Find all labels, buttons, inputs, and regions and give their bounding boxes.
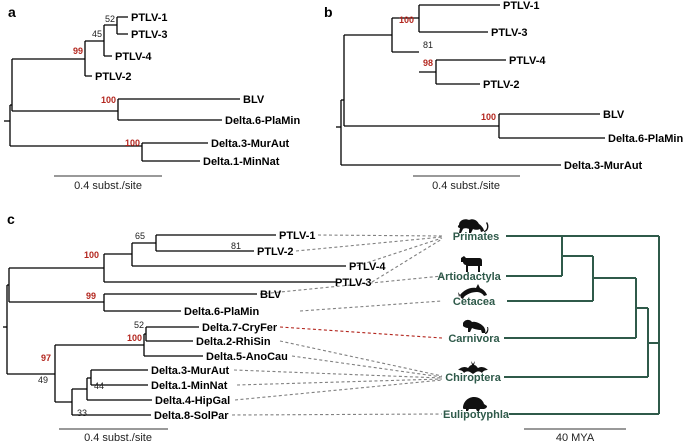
support-value: 81 bbox=[423, 40, 433, 50]
monkey-icon bbox=[457, 219, 489, 233]
tip-label: Delta.6-PlaMin bbox=[608, 133, 683, 145]
support-value: 33 bbox=[77, 408, 87, 418]
scale-label: 0.4 subst./site bbox=[432, 180, 500, 192]
tip-label: Delta.6-PlaMin bbox=[184, 306, 259, 318]
tip-label: Delta.5-AnoCau bbox=[206, 351, 288, 363]
panel-b-letter: b bbox=[324, 4, 333, 20]
support-value: 100 bbox=[125, 138, 140, 148]
support-value: 45 bbox=[92, 29, 102, 39]
tip-label: PTLV-4 bbox=[349, 261, 386, 273]
scale-label: 0.4 subst./site bbox=[84, 432, 152, 443]
scale-label: 0.4 subst./site bbox=[74, 180, 142, 192]
scale-bar: 0.4 subst./site bbox=[54, 175, 162, 192]
scale-bar: 0.4 subst./site bbox=[413, 175, 520, 192]
tip-label: Delta.6-PlaMin bbox=[225, 115, 300, 127]
bat-icon bbox=[458, 361, 488, 374]
tip-label: PTLV-1 bbox=[279, 230, 315, 242]
tip-label: PTLV-2 bbox=[483, 79, 519, 91]
host-association-links bbox=[231, 234, 443, 416]
support-value: 49 bbox=[38, 375, 48, 385]
tip-label: PTLV-3 bbox=[131, 29, 167, 41]
support-value: 100 bbox=[84, 250, 99, 260]
support-value: 44 bbox=[94, 381, 104, 391]
support-value: 52 bbox=[105, 14, 115, 24]
cow-icon bbox=[461, 256, 482, 272]
tip-label: BLV bbox=[603, 109, 625, 121]
support-value: 99 bbox=[86, 291, 96, 301]
tip-label: Delta.3-MurAut bbox=[151, 365, 230, 377]
support-value: 65 bbox=[135, 231, 145, 241]
hedgehog-icon bbox=[463, 397, 487, 411]
dolphin-icon bbox=[458, 284, 487, 299]
host-scale-label: 40 MYA bbox=[556, 432, 595, 443]
tip-label: PTLV-1 bbox=[131, 12, 167, 24]
host-label: Primates bbox=[453, 231, 499, 243]
tip-label: BLV bbox=[260, 289, 282, 301]
tip-label: PTLV-3 bbox=[491, 27, 527, 39]
tip-label: PTLV-1 bbox=[503, 0, 539, 12]
support-value: 81 bbox=[231, 241, 241, 251]
host-label: Carnivora bbox=[448, 333, 500, 345]
panel-a-tree-branches bbox=[4, 16, 240, 162]
support-value: 100 bbox=[127, 333, 142, 343]
host-label: Eulipotyphla bbox=[443, 409, 510, 421]
support-value: 100 bbox=[481, 112, 496, 122]
support-value: 97 bbox=[41, 353, 51, 363]
tip-label: Delta.1-MinNat bbox=[203, 156, 280, 168]
tip-label: Delta.3-MurAut bbox=[211, 138, 290, 150]
support-value: 52 bbox=[134, 320, 144, 330]
panel-b-tree-branches bbox=[336, 4, 605, 166]
panel-a-letter: a bbox=[8, 4, 16, 20]
tip-label: PTLV-2 bbox=[95, 71, 131, 83]
panel-c: c bbox=[3, 211, 660, 443]
support-value: 98 bbox=[423, 58, 433, 68]
host-label: Chiroptera bbox=[445, 372, 502, 384]
host-scale-bar: 40 MYA bbox=[524, 428, 626, 443]
ferret-icon bbox=[463, 319, 489, 334]
tip-label: PTLV-3 bbox=[335, 277, 371, 289]
tip-label: PTLV-4 bbox=[115, 51, 152, 63]
host-tree-branches bbox=[504, 235, 660, 415]
tip-label: PTLV-4 bbox=[509, 55, 546, 67]
support-value: 100 bbox=[101, 95, 116, 105]
host-label: Cetacea bbox=[453, 296, 496, 308]
tip-label: Delta.3-MurAut bbox=[564, 160, 643, 172]
tip-label: BLV bbox=[243, 94, 265, 106]
tip-label: Delta.8-SolPar bbox=[154, 410, 229, 422]
host-label: Artiodactyla bbox=[437, 271, 501, 283]
tip-label: Delta.1-MinNat bbox=[151, 380, 228, 392]
panel-a: a PTLV-1 PTLV-3 PTLV-4 PTLV-2 BLV Delta.… bbox=[4, 4, 300, 192]
support-value: 100 bbox=[399, 15, 414, 25]
scale-bar: 0.4 subst./site bbox=[59, 428, 168, 443]
tip-label: Delta.4-HipGal bbox=[155, 395, 230, 407]
panel-b: b PTLV-1 PTLV-3 PTLV-4 PTLV-2 BLV Delta.… bbox=[324, 0, 683, 192]
panel-c-letter: c bbox=[7, 211, 15, 227]
support-value: 99 bbox=[73, 46, 83, 56]
panel-c-tree-branches bbox=[3, 234, 346, 416]
tip-label: Delta.7-CryFer bbox=[202, 322, 278, 334]
tip-label: Delta.2-RhiSin bbox=[196, 336, 271, 348]
tip-label: PTLV-2 bbox=[257, 246, 293, 258]
